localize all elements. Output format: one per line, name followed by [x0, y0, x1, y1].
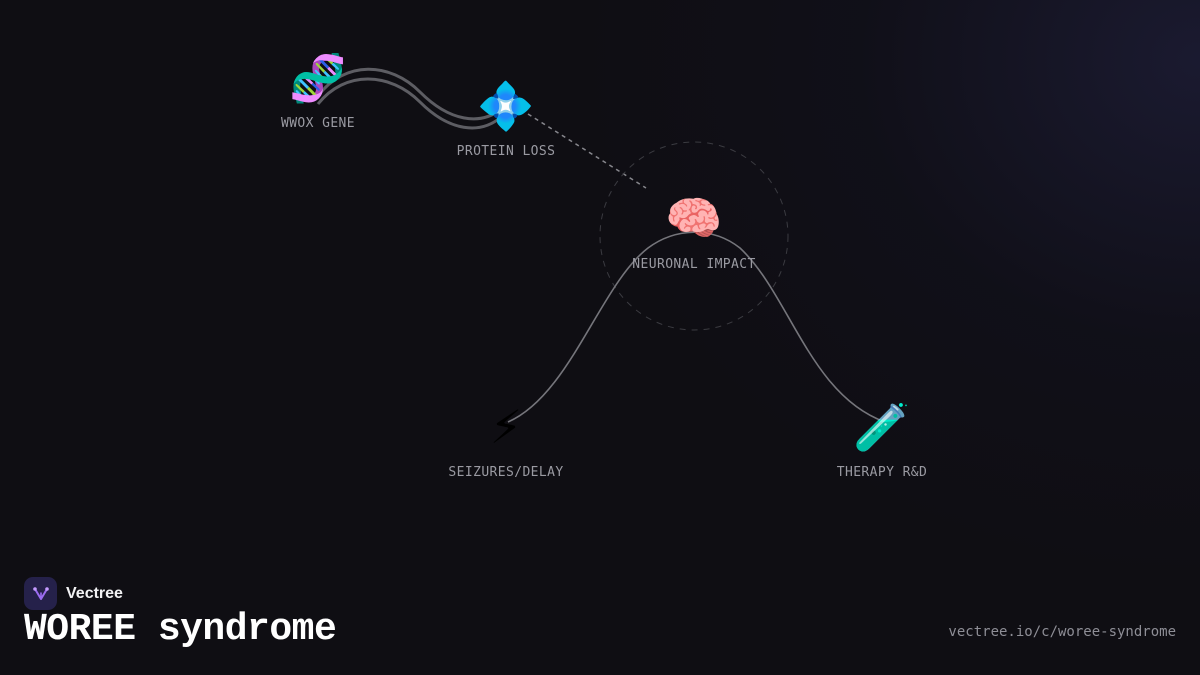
link-seizures-neuronal-therapy	[507, 231, 886, 423]
node-label-therapy-rd: THERAPY R&D	[836, 465, 928, 480]
node-label-protein-loss: PROTEIN LOSS	[456, 144, 556, 159]
lightning-icon: ⚡	[489, 400, 523, 454]
brand-name: Vectree	[66, 584, 123, 602]
node-label-seizures-delay: SEIZURES/DELAY	[448, 465, 564, 480]
node-label-wwox-gene: WWOX GENE	[280, 116, 356, 131]
test-tube-icon: 🧪	[853, 400, 911, 454]
page-url[interactable]: vectree.io/c/woree-syndrome	[948, 624, 1176, 640]
page-title: WOREE syndrome	[24, 608, 337, 651]
link-gene-protein-b	[316, 77, 501, 130]
vectree-logo-icon	[24, 577, 57, 610]
dna-icon: 🧬	[289, 51, 347, 105]
link-gene-protein-a	[316, 67, 501, 121]
neuronal-orbit	[599, 141, 789, 331]
node-label-neuronal-impact: NEURONAL IMPACT	[632, 257, 756, 272]
brand: Vectree	[24, 577, 123, 610]
brain-icon: 🧠	[665, 191, 723, 245]
protein-icon: 💠	[477, 79, 535, 133]
